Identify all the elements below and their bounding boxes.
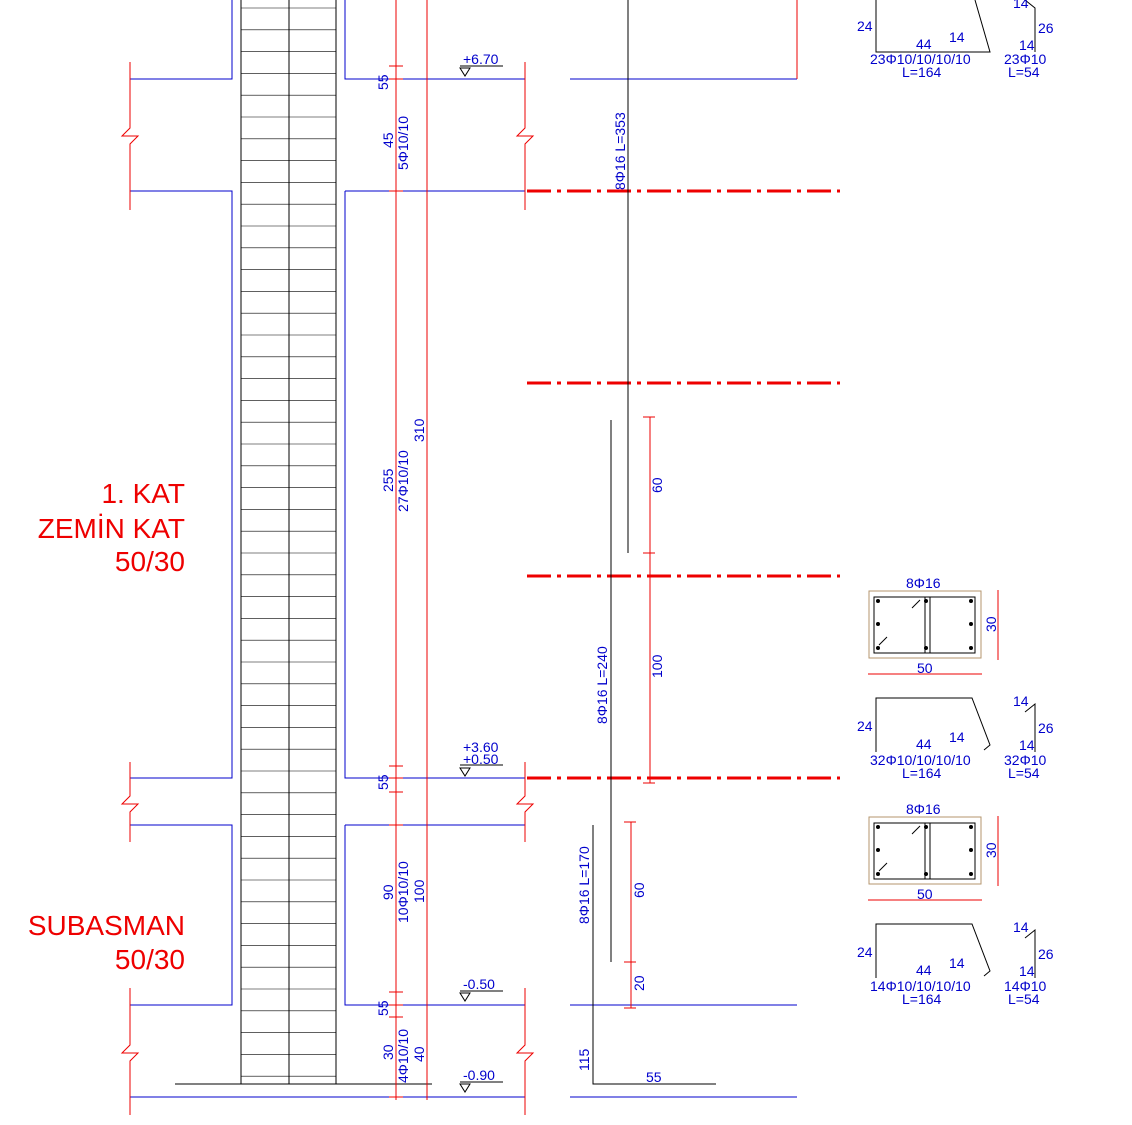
section-1-height: 30 bbox=[983, 616, 999, 632]
svg-text:L=164: L=164 bbox=[902, 64, 942, 80]
svg-text:26: 26 bbox=[1038, 20, 1054, 36]
bar-170: 8Φ16 L=170 bbox=[576, 846, 592, 924]
elev-m090: -0.90 bbox=[463, 1067, 495, 1083]
svg-text:23Φ10: 23Φ10 bbox=[1004, 51, 1047, 67]
dim-20: 20 bbox=[631, 975, 647, 991]
section-1-width: 50 bbox=[917, 660, 933, 676]
label-1-kat: 1. KAT bbox=[101, 478, 185, 509]
svg-text:L=54: L=54 bbox=[1008, 765, 1040, 781]
stirrup-detail-3: 24 44 14 14 26 14 14Φ10/10/10/10 L=164 1… bbox=[857, 919, 1054, 1007]
column-dimension-texts: 55 45 5Φ10/10 255 27Φ10/10 310 55 90 10Φ… bbox=[375, 74, 427, 1083]
column-reinforcement bbox=[240, 0, 337, 1084]
stirrup-detail-2: 24 44 14 14 26 14 32Φ10/10/10/10 L=164 3… bbox=[857, 693, 1054, 781]
svg-text:L=54: L=54 bbox=[1008, 991, 1040, 1007]
dim-45: 45 bbox=[380, 132, 396, 148]
stirrup-detail-1: 24 44 14 14 26 14 23Φ10/10/10/10 L=164 2… bbox=[857, 0, 1054, 80]
svg-text:14: 14 bbox=[1019, 737, 1035, 753]
svg-text:44: 44 bbox=[916, 962, 932, 978]
stirrup-10: 10Φ10/10 bbox=[395, 861, 411, 923]
section-cut-lines bbox=[527, 189, 840, 780]
label-zemin-dim: 50/30 bbox=[115, 546, 185, 577]
elev-050: +0.50 bbox=[463, 751, 499, 767]
dim-310: 310 bbox=[411, 418, 427, 442]
svg-text:44: 44 bbox=[916, 736, 932, 752]
svg-text:26: 26 bbox=[1038, 946, 1054, 962]
label-zemin-kat: ZEMİN KAT bbox=[38, 513, 185, 544]
floor-labels: 1. KAT ZEMİN KAT 50/30 SUBASMAN 50/30 bbox=[28, 478, 185, 975]
svg-text:14Φ10: 14Φ10 bbox=[1004, 978, 1047, 994]
svg-text:L=164: L=164 bbox=[902, 765, 942, 781]
svg-text:24: 24 bbox=[857, 944, 873, 960]
bar-240: 8Φ16 L=240 bbox=[594, 646, 610, 724]
cross-section-1: 8Φ16 50 30 bbox=[868, 575, 999, 676]
stirrup-3-qty: 14Φ10/10/10/10 bbox=[870, 978, 971, 994]
svg-text:44: 44 bbox=[916, 36, 932, 52]
elevation-markers: +6.70 +3.60 +0.50 -0.50 -0.90 bbox=[459, 51, 503, 1093]
section-2-height: 30 bbox=[983, 842, 999, 858]
section-2-label: 8Φ16 bbox=[906, 801, 941, 817]
dim-30: 30 bbox=[380, 1044, 396, 1060]
svg-text:14: 14 bbox=[1013, 693, 1029, 709]
svg-text:24: 24 bbox=[857, 18, 873, 34]
dimension-lines bbox=[389, 0, 428, 1100]
svg-text:32Φ10: 32Φ10 bbox=[1004, 752, 1047, 768]
stirrup-4: 4Φ10/10 bbox=[395, 1029, 411, 1083]
dim-60-top: 60 bbox=[649, 477, 665, 493]
stirrup-27: 27Φ10/10 bbox=[395, 450, 411, 512]
cross-section-2: 8Φ16 50 30 bbox=[868, 801, 999, 902]
elev-m050: -0.50 bbox=[463, 976, 495, 992]
label-subasman-dim: 50/30 bbox=[115, 944, 185, 975]
dim-55-top: 55 bbox=[375, 74, 391, 90]
svg-text:14: 14 bbox=[1013, 919, 1029, 935]
svg-text:14: 14 bbox=[949, 729, 965, 745]
dim-90: 90 bbox=[380, 884, 396, 900]
svg-text:24: 24 bbox=[857, 718, 873, 734]
elev-670: +6.70 bbox=[463, 51, 499, 67]
svg-text:14: 14 bbox=[1019, 963, 1035, 979]
stirrup-2-qty: 32Φ10/10/10/10 bbox=[870, 752, 971, 768]
svg-text:14: 14 bbox=[949, 29, 965, 45]
svg-text:26: 26 bbox=[1038, 720, 1054, 736]
dim-55-mid: 55 bbox=[375, 774, 391, 790]
label-subasman: SUBASMAN bbox=[28, 910, 185, 941]
section-2-width: 50 bbox=[917, 886, 933, 902]
dim-100-bar: 100 bbox=[649, 654, 665, 678]
section-1-label: 8Φ16 bbox=[906, 575, 941, 591]
elev-360: +3.60 bbox=[463, 739, 499, 755]
dim-55-bot: 55 bbox=[375, 1000, 391, 1016]
dim-255: 255 bbox=[380, 468, 396, 492]
dim-55-hook: 55 bbox=[646, 1069, 662, 1085]
svg-text:14: 14 bbox=[949, 955, 965, 971]
svg-text:L=164: L=164 bbox=[902, 991, 942, 1007]
stirrup-5: 5Φ10/10 bbox=[395, 116, 411, 170]
column-outline bbox=[120, 0, 535, 1115]
svg-text:14: 14 bbox=[1013, 0, 1029, 11]
dim-115: 115 bbox=[576, 1048, 592, 1071]
svg-text:14: 14 bbox=[1019, 37, 1035, 53]
dim-100-col: 100 bbox=[411, 879, 427, 903]
bar-schedule: 8Φ16 L=353 8Φ16 L=240 8Φ16 L=170 115 55 … bbox=[570, 0, 798, 1098]
svg-text:L=54: L=54 bbox=[1008, 64, 1040, 80]
dim-60-bot: 60 bbox=[631, 882, 647, 898]
stirrup-1-qty: 23Φ10/10/10/10 bbox=[870, 51, 971, 67]
bar-353: 8Φ16 L=353 bbox=[612, 112, 628, 190]
dim-40: 40 bbox=[411, 1046, 427, 1062]
